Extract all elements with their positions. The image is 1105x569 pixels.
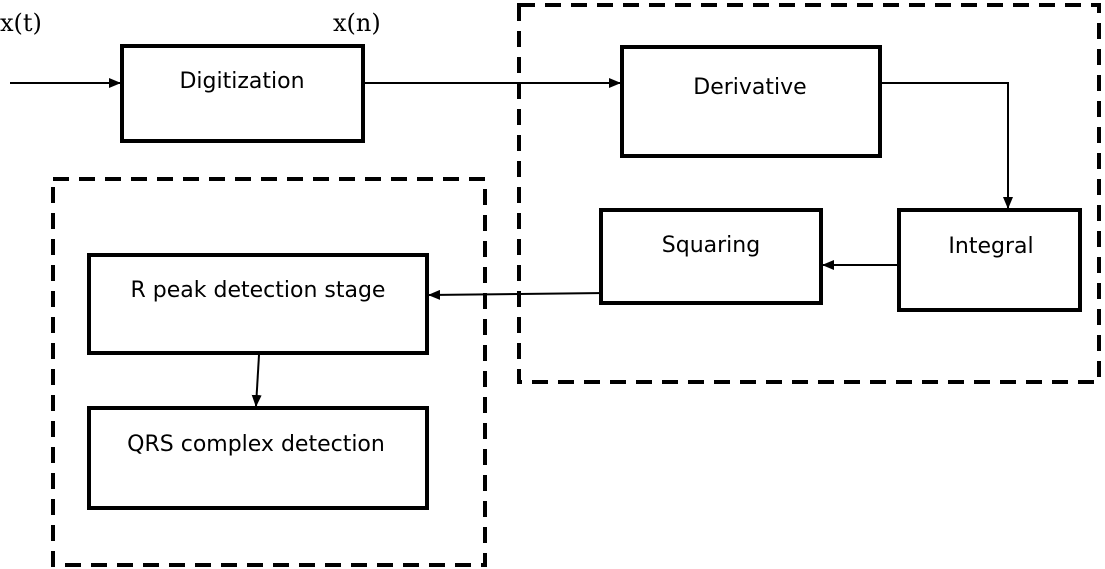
integral-label: Integral <box>948 234 1033 259</box>
preprocessing-group-outline <box>517 3 1101 384</box>
digital-signal-label: x(n) <box>333 9 381 37</box>
qrs-complex-detection-block: QRS complex detection <box>87 406 429 510</box>
derivative-to-integral-arrow <box>880 82 1013 209</box>
rpeak-to-qrs-arrow <box>251 354 262 407</box>
digitization-label: Digitization <box>179 69 304 94</box>
squaring-to-rpeak-arrow <box>428 289 607 300</box>
detection-group-outline <box>51 177 487 567</box>
squaring-block: Squaring <box>599 208 823 305</box>
r-peak-detection-label: R peak detection stage <box>131 278 386 303</box>
squaring-label: Squaring <box>662 233 760 258</box>
qrs-complex-detection-label: QRS complex detection <box>127 432 385 457</box>
input-signal-label: x(t) <box>0 9 42 37</box>
derivative-block: Derivative <box>620 45 882 158</box>
r-peak-detection-block: R peak detection stage <box>87 253 429 355</box>
derivative-label: Derivative <box>693 75 806 100</box>
integral-block: Integral <box>897 208 1082 312</box>
digitization-block: Digitization <box>120 44 365 143</box>
